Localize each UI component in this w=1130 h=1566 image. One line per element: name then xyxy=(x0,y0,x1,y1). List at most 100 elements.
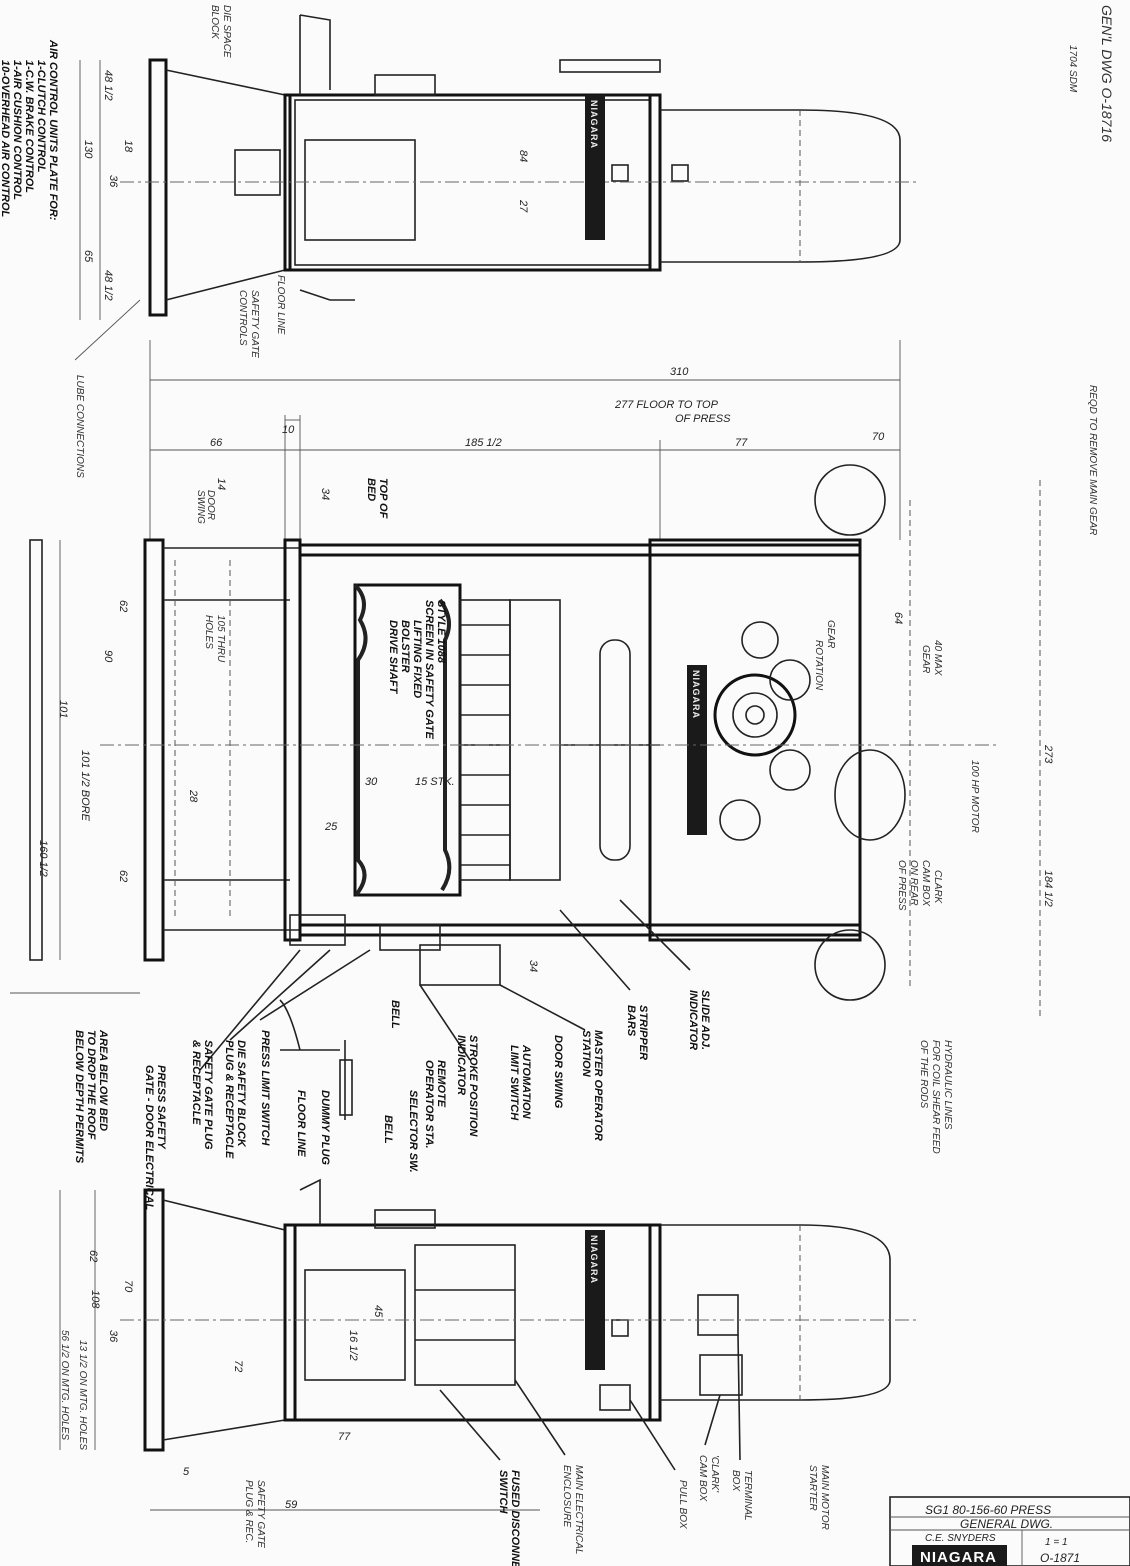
svg-text:DIE SPACE: DIE SPACE xyxy=(221,5,232,58)
svg-text:BELOW DEPTH PERMITS: BELOW DEPTH PERMITS xyxy=(73,1030,85,1164)
svg-text:AIR CONTROL UNITS PLATE FOR:: AIR CONTROL UNITS PLATE FOR: xyxy=(47,39,59,221)
svg-text:90: 90 xyxy=(102,650,114,663)
svg-text:BARS: BARS xyxy=(625,1005,637,1037)
svg-text:27: 27 xyxy=(517,199,529,213)
svg-text:BED: BED xyxy=(365,478,377,501)
terminal-box xyxy=(697,1294,739,1336)
svg-text:MAIN MOTOR: MAIN MOTOR xyxy=(819,1465,830,1530)
svg-text:130: 130 xyxy=(82,140,94,159)
svg-text:5: 5 xyxy=(183,1466,190,1478)
bottom-view: NIAGARA 62 108 70 36 72 16 1/2 45 77 59 … xyxy=(59,1178,920,1566)
svg-text:GEAR: GEAR xyxy=(825,620,836,648)
svg-text:48 1/2: 48 1/2 xyxy=(102,70,114,101)
svg-text:BLOCK: BLOCK xyxy=(209,5,220,40)
svg-text:1-CLUTCH CONTROL: 1-CLUTCH CONTROL xyxy=(35,60,47,173)
svg-text:DOOR SWING: DOOR SWING xyxy=(552,1035,564,1109)
svg-text:PRESS LIMIT SWITCH: PRESS LIMIT SWITCH xyxy=(259,1030,271,1147)
svg-text:SWING: SWING xyxy=(195,490,206,524)
air-control-panel xyxy=(234,149,281,196)
top-view-nameplate: NIAGARA xyxy=(585,95,605,240)
svg-text:56 1/2 ON MTG. HOLES: 56 1/2 ON MTG. HOLES xyxy=(59,1330,70,1440)
svg-text:STRIPPER: STRIPPER xyxy=(637,1005,649,1060)
top-view: NIAGARA 48 1/2 130 36 65 48 1/2 84 27 18… xyxy=(0,5,920,478)
svg-text:HOLES: HOLES xyxy=(203,615,214,649)
svg-text:TERMINAL: TERMINAL xyxy=(742,1470,753,1521)
svg-text:NIAGARA: NIAGARA xyxy=(691,670,701,719)
svg-text:OF THE RODS: OF THE RODS xyxy=(918,1040,929,1108)
svg-text:277 FLOOR TO TOP: 277 FLOOR TO TOP xyxy=(614,399,719,411)
svg-text:AREA BELOW BED: AREA BELOW BED xyxy=(97,1029,109,1131)
svg-text:15 STK.: 15 STK. xyxy=(415,776,455,788)
front-view-nameplate: NIAGARA xyxy=(687,665,707,835)
svg-text:MASTER OPERATOR: MASTER OPERATOR xyxy=(592,1030,604,1141)
svg-text:108: 108 xyxy=(89,1290,101,1309)
overall-dimensions: 310 277 FLOOR TO TOP OF PRESS 66 10 185 … xyxy=(149,340,901,540)
svg-text:GENERAL DWG.: GENERAL DWG. xyxy=(960,1517,1053,1531)
title-block: SG1 80-156-60 PRESS GENERAL DWG. C.E. SN… xyxy=(889,1496,1130,1566)
svg-text:100 HP MOTOR: 100 HP MOTOR xyxy=(969,760,980,833)
svg-text:10: 10 xyxy=(282,424,295,436)
bolster xyxy=(283,538,302,942)
svg-text:& RECEPTACLE: & RECEPTACLE xyxy=(190,1040,202,1125)
flywheel-top xyxy=(814,464,886,536)
svg-text:LIMIT SWITCH: LIMIT SWITCH xyxy=(508,1045,520,1121)
svg-text:84: 84 xyxy=(517,150,529,162)
bed-plate xyxy=(143,538,165,962)
drawing-sub-reference: 1704 SDM xyxy=(1067,45,1078,93)
svg-text:36: 36 xyxy=(107,175,119,188)
svg-text:PLUG & RECEPTACLE: PLUG & RECEPTACLE xyxy=(223,1040,235,1159)
main-motor-starter xyxy=(660,1224,891,1401)
svg-text:OF PRESS: OF PRESS xyxy=(896,860,907,911)
svg-text:GEAR: GEAR xyxy=(920,645,931,673)
svg-text:28: 28 xyxy=(187,789,199,803)
svg-text:PRESS SAFETY: PRESS SAFETY xyxy=(155,1065,167,1150)
svg-text:SLIDE ADJ.: SLIDE ADJ. xyxy=(699,990,711,1050)
svg-text:DRIVE SHAFT: DRIVE SHAFT xyxy=(387,620,399,695)
svg-text:62: 62 xyxy=(117,870,129,882)
svg-text:CONTROLS: CONTROLS xyxy=(237,290,248,346)
svg-text:STARTER: STARTER xyxy=(807,1465,818,1511)
svg-text:TOP OF: TOP OF xyxy=(377,478,389,519)
svg-text:FUSED DISCONNECT: FUSED DISCONNECT xyxy=(509,1470,521,1566)
svg-text:FLOOR LINE: FLOOR LINE xyxy=(275,275,286,335)
svg-text:10-OVERHEAD AIR CONTROL: 10-OVERHEAD AIR CONTROL xyxy=(0,60,11,218)
svg-text:STYLE 1088: STYLE 1088 xyxy=(435,600,447,664)
die-window xyxy=(353,583,462,897)
svg-text:LUBE CONNECTIONS: LUBE CONNECTIONS xyxy=(74,375,85,478)
svg-text:45: 45 xyxy=(372,1305,384,1318)
svg-text:CAM BOX: CAM BOX xyxy=(920,860,931,906)
svg-text:72: 72 xyxy=(232,1360,244,1372)
svg-text:62: 62 xyxy=(117,600,129,612)
svg-text:BELL: BELL xyxy=(389,1000,401,1029)
svg-text:BELL: BELL xyxy=(382,1115,394,1144)
svg-text:66: 66 xyxy=(210,437,223,449)
bed-base-plate xyxy=(148,58,168,317)
drawing-reference: GEN'L DWG O-18716 xyxy=(1099,5,1115,142)
pull-box xyxy=(599,1384,631,1411)
svg-text:STATION: STATION xyxy=(580,1030,592,1078)
window-opening xyxy=(304,139,416,241)
svg-text:48 1/2: 48 1/2 xyxy=(102,270,114,301)
main-motor xyxy=(834,749,906,841)
svg-text:MAIN ELECTRICAL: MAIN ELECTRICAL xyxy=(573,1465,584,1554)
master-operator-station xyxy=(419,944,501,986)
svg-text:REMOTE: REMOTE xyxy=(435,1060,447,1108)
svg-text:FOR COIL SHEAR FEED: FOR COIL SHEAR FEED xyxy=(930,1040,941,1154)
cam-box xyxy=(699,1354,743,1396)
svg-text:SAFETY GATE: SAFETY GATE xyxy=(249,290,260,358)
svg-text:SAFETY GATE PLUG: SAFETY GATE PLUG xyxy=(202,1040,214,1150)
svg-text:CLARK: CLARK xyxy=(932,870,943,905)
svg-text:LIFTING FIXED: LIFTING FIXED xyxy=(411,620,423,698)
svg-text:SG1 80-156-60 PRESS: SG1 80-156-60 PRESS xyxy=(925,1503,1051,1517)
svg-text:OPERATOR STA.: OPERATOR STA. xyxy=(423,1060,435,1149)
svg-text:160 1/2: 160 1/2 xyxy=(37,840,49,877)
svg-text:ROTATION: ROTATION xyxy=(813,640,824,691)
svg-text:18: 18 xyxy=(122,140,134,153)
svg-text:NIAGARA: NIAGARA xyxy=(589,1235,599,1284)
main-electrical-enclosure xyxy=(414,1244,516,1386)
svg-text:DUMMY PLUG: DUMMY PLUG xyxy=(319,1090,331,1165)
svg-text:36: 36 xyxy=(107,1330,119,1343)
svg-text:65: 65 xyxy=(82,250,94,263)
svg-text:SCREEN IN SAFETY GATE: SCREEN IN SAFETY GATE xyxy=(423,600,435,740)
